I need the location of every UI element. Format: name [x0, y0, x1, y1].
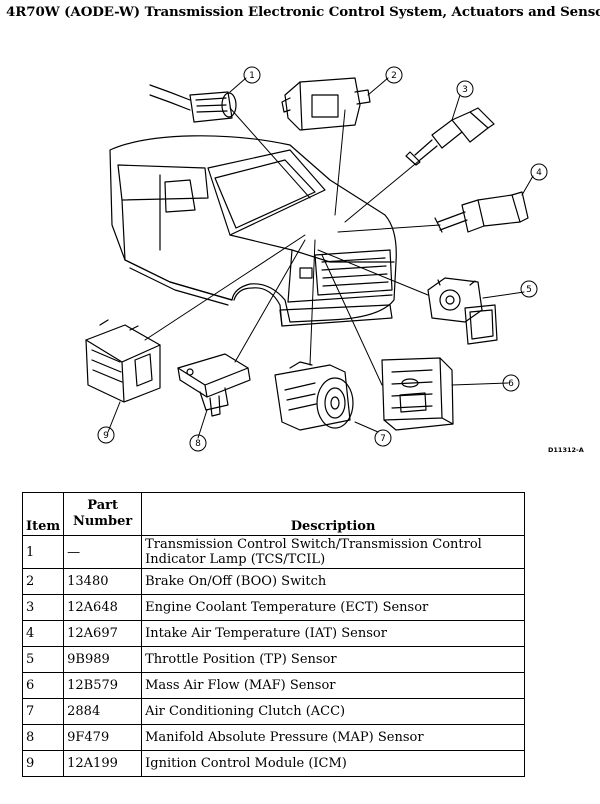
cell-part: 12A199: [63, 750, 143, 777]
table-row: 6 12B579 Mass Air Flow (MAF) Sensor: [21, 672, 525, 699]
cell-part: 9B989: [63, 646, 143, 673]
cell-part: —: [63, 535, 143, 569]
callout-5-circle: [520, 280, 538, 298]
diagram-illustration: 1 2 3 4 5 6 7 8 9: [85, 66, 548, 452]
cell-description: Brake On/Off (BOO) Switch: [141, 568, 525, 595]
cell-description: Transmission Control Switch/Transmission…: [141, 535, 525, 569]
callout-2-circle: [385, 66, 403, 84]
cell-part: 9F479: [63, 724, 143, 751]
cell-item: 5: [21, 646, 65, 673]
page-title: 4R70W (AODE-W) Transmission Electronic C…: [6, 4, 600, 20]
callout-9-label: 9: [103, 431, 109, 441]
callout-4-circle: [530, 163, 548, 181]
callout-8-circle: [189, 434, 207, 452]
callout-4-label: 4: [536, 168, 542, 178]
callout-5-label: 5: [526, 285, 532, 295]
callout-9-circle: [97, 426, 115, 444]
cell-description: Manifold Absolute Pressure (MAP) Sensor: [141, 724, 525, 751]
iat-sensor-illustration: [434, 191, 529, 233]
cell-item: 9: [21, 750, 65, 777]
callouts: [97, 66, 548, 452]
tcs-switch-illustration: [149, 84, 237, 123]
callout-3-circle: [456, 80, 474, 98]
icm-illustration: [85, 319, 161, 403]
cell-item: 6: [21, 672, 65, 699]
callout-6-label: 6: [508, 379, 514, 389]
cell-description: Ignition Control Module (ICM): [141, 750, 525, 777]
cell-description: Air Conditioning Clutch (ACC): [141, 698, 525, 725]
callout-8-label: 8: [195, 439, 201, 449]
cell-item: 1: [21, 535, 65, 569]
table-row: 2 13480 Brake On/Off (BOO) Switch: [21, 568, 525, 595]
cell-part: 2884: [63, 698, 143, 725]
cell-description: Intake Air Temperature (IAT) Sensor: [141, 620, 525, 647]
callout-3-label: 3: [462, 85, 468, 95]
cell-item: 2: [21, 568, 65, 595]
cell-description: Mass Air Flow (MAF) Sensor: [141, 672, 525, 699]
header-part-line1: Part: [87, 498, 118, 513]
figure-code: D11312-A: [548, 446, 584, 454]
van-illustration: [109, 135, 397, 327]
cell-item: 3: [21, 594, 65, 621]
header-description: Description: [141, 492, 525, 536]
header-part-line2: Number: [72, 514, 133, 529]
callout-7-label: 7: [380, 434, 386, 444]
table-row: 9 12A199 Ignition Control Module (ICM): [21, 750, 525, 777]
cell-part: 13480: [63, 568, 143, 595]
table-row: 5 9B989 Throttle Position (TP) Sensor: [21, 646, 525, 673]
callout-7-circle: [374, 429, 392, 447]
header-item: Item: [21, 492, 65, 536]
cell-description: Throttle Position (TP) Sensor: [141, 646, 525, 673]
ac-clutch-illustration: [274, 361, 354, 431]
table-row: 1 — Transmission Control Switch/Transmis…: [21, 535, 525, 569]
cell-item: 4: [21, 620, 65, 647]
callout-2-label: 2: [391, 71, 397, 81]
map-sensor-illustration: [177, 353, 251, 417]
table-row: 8 9F479 Manifold Absolute Pressure (MAP)…: [21, 724, 525, 751]
boo-switch-illustration: [281, 77, 371, 131]
callout-6-circle: [502, 374, 520, 392]
cell-description: Engine Coolant Temperature (ECT) Sensor: [141, 594, 525, 621]
cell-part: 12A697: [63, 620, 143, 647]
cell-part: 12B579: [63, 672, 143, 699]
maf-sensor-illustration: [381, 357, 454, 431]
cell-part: 12A648: [63, 594, 143, 621]
leader-lines: [107, 77, 534, 439]
cell-item: 7: [21, 698, 65, 725]
table-row: 3 12A648 Engine Coolant Temperature (ECT…: [21, 594, 525, 621]
table-row: 4 12A697 Intake Air Temperature (IAT) Se…: [21, 620, 525, 647]
callout-1-label: 1: [249, 71, 255, 81]
tp-sensor-illustration: [427, 277, 498, 345]
cell-item: 8: [21, 724, 65, 751]
callout-1-circle: [243, 66, 261, 84]
ect-sensor-illustration: [405, 107, 495, 166]
table-row: 7 2884 Air Conditioning Clutch (ACC): [21, 698, 525, 725]
